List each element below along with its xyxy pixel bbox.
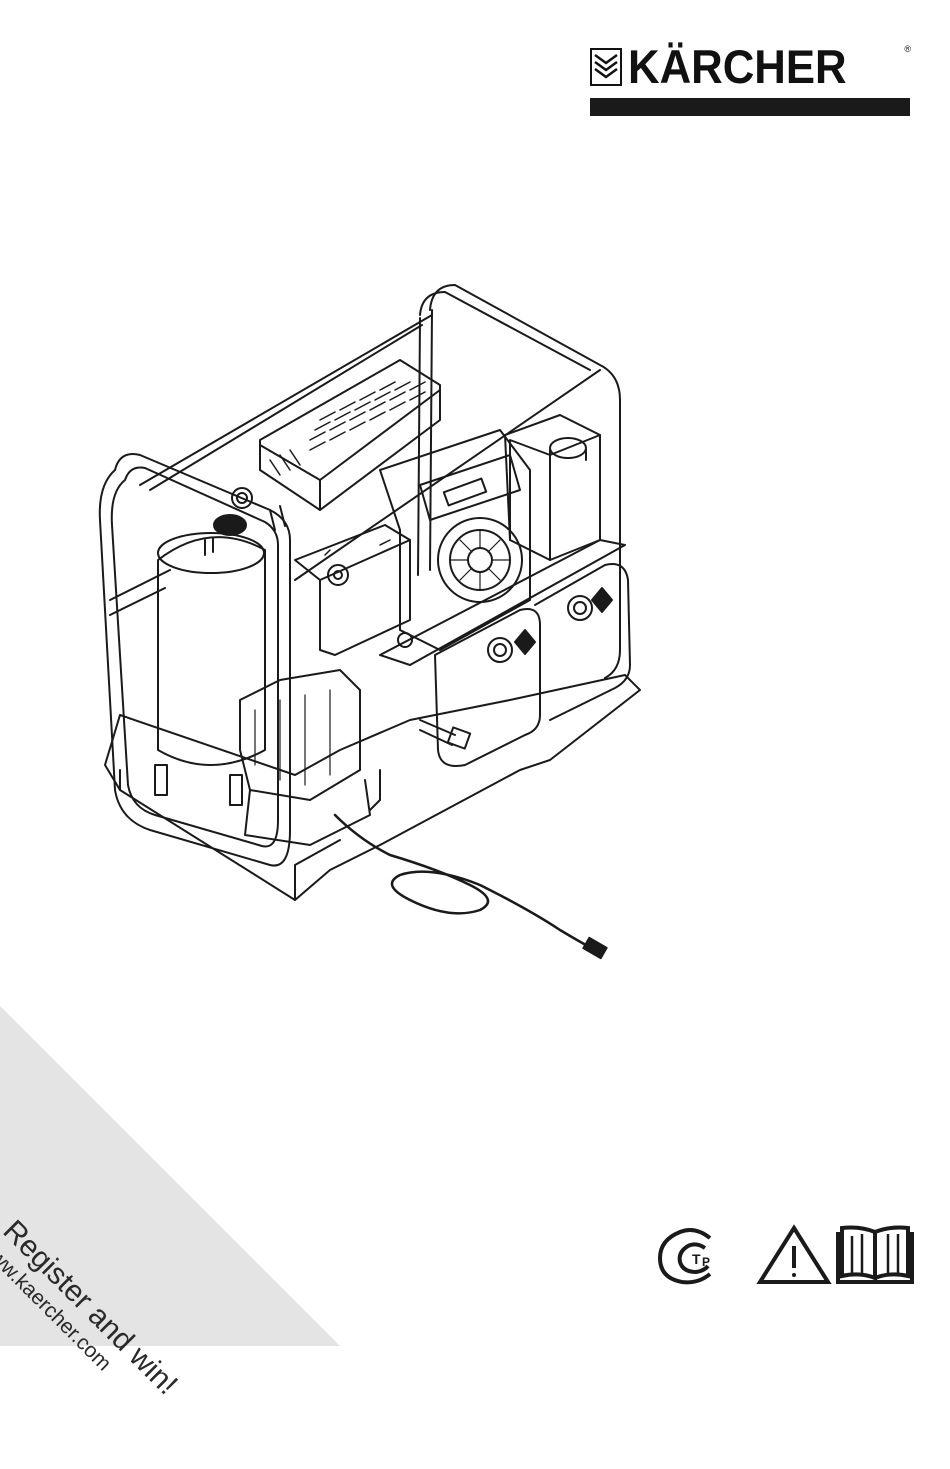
shelf (380, 540, 625, 665)
motor-housing (260, 360, 440, 510)
pump-unit (240, 670, 360, 800)
svg-text:P: P (702, 1255, 710, 1269)
front-frame (100, 454, 290, 866)
brand-bar (590, 98, 910, 116)
boiler (158, 537, 265, 765)
gost-certification-icon: T P (660, 1230, 710, 1282)
karcher-badge-icon (590, 48, 622, 86)
brand-logo: KÄRCHER ® (588, 44, 913, 120)
symbol-row: T P (650, 1220, 920, 1290)
base-skid (105, 675, 640, 900)
power-cable (335, 815, 595, 950)
brand-name: KÄRCHER (628, 42, 847, 92)
warning-triangle-icon (760, 1228, 828, 1282)
rear-frame (430, 285, 620, 678)
pressure-washer-illustration (80, 270, 660, 970)
registered-mark: ® (904, 44, 911, 54)
svg-text:T: T (692, 1251, 701, 1267)
open-book-icon (838, 1228, 912, 1283)
control-panel (295, 525, 410, 655)
